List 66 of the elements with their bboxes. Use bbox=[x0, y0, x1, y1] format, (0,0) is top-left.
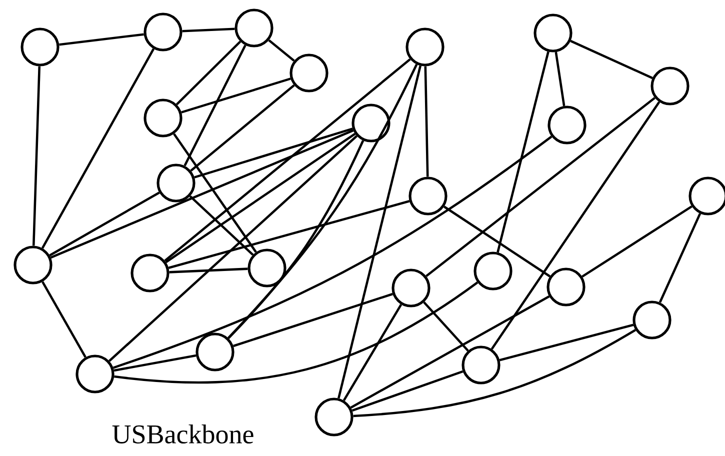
node-circle bbox=[14, 246, 52, 284]
edge-line bbox=[184, 44, 246, 166]
edge-line bbox=[50, 129, 354, 259]
edge-line bbox=[350, 295, 550, 409]
graph-label: USBackbone bbox=[112, 424, 254, 444]
node-circle bbox=[290, 54, 328, 92]
edge-line bbox=[194, 128, 353, 178]
edge-line bbox=[499, 324, 634, 362]
edge-line bbox=[424, 66, 429, 177]
node-circle bbox=[650, 66, 690, 106]
edge-line bbox=[582, 205, 692, 278]
node-circle bbox=[474, 252, 512, 290]
edge-line bbox=[352, 370, 464, 412]
node-circle bbox=[548, 106, 586, 144]
edge-line bbox=[182, 28, 235, 32]
node-circle bbox=[546, 268, 586, 306]
node-circle bbox=[248, 248, 286, 288]
edge-line bbox=[443, 206, 551, 278]
edge-line bbox=[181, 78, 291, 114]
edge-line bbox=[49, 192, 160, 256]
edge-line bbox=[176, 40, 242, 106]
edge-line bbox=[338, 65, 422, 399]
node-circle bbox=[392, 268, 430, 308]
node-circle bbox=[76, 354, 114, 394]
edge-line bbox=[165, 132, 356, 264]
edge-line bbox=[570, 40, 653, 80]
edge-line bbox=[169, 268, 248, 274]
edge-line bbox=[342, 304, 402, 402]
node-circle bbox=[20, 28, 60, 66]
edge-line bbox=[228, 140, 364, 339]
edge-line bbox=[496, 51, 550, 253]
node-circle bbox=[632, 300, 672, 340]
node-circle bbox=[408, 176, 448, 216]
edge-line bbox=[173, 133, 257, 253]
edge-line bbox=[658, 213, 702, 303]
edge-line bbox=[168, 200, 410, 269]
edge-line bbox=[423, 302, 469, 352]
edge-line bbox=[190, 84, 295, 172]
node-circle bbox=[234, 8, 274, 48]
edge-line bbox=[108, 135, 358, 362]
edge-line bbox=[554, 52, 566, 106]
edge-line bbox=[227, 64, 418, 339]
node-circle bbox=[156, 164, 196, 202]
edge-line bbox=[112, 136, 552, 369]
node-circle bbox=[144, 12, 182, 52]
node-circle bbox=[196, 332, 234, 372]
node-circle bbox=[352, 104, 390, 142]
node-circle bbox=[130, 254, 170, 292]
edge-line bbox=[42, 281, 86, 358]
node-circle bbox=[144, 98, 182, 138]
edge-line bbox=[426, 96, 656, 278]
node-circle bbox=[534, 14, 572, 52]
node-circle bbox=[314, 398, 354, 436]
edge-line bbox=[114, 354, 196, 372]
edge-line bbox=[490, 101, 660, 350]
edge-line bbox=[164, 58, 411, 262]
node-circle bbox=[462, 346, 500, 384]
edge-line bbox=[32, 66, 41, 246]
edge-line bbox=[189, 195, 254, 256]
edge-line bbox=[233, 292, 394, 348]
edge-line bbox=[41, 48, 155, 249]
edge-line bbox=[114, 282, 478, 384]
node-circle bbox=[406, 28, 444, 66]
edge-line bbox=[59, 33, 144, 46]
edge-line bbox=[268, 39, 295, 62]
edge-line bbox=[353, 328, 636, 418]
